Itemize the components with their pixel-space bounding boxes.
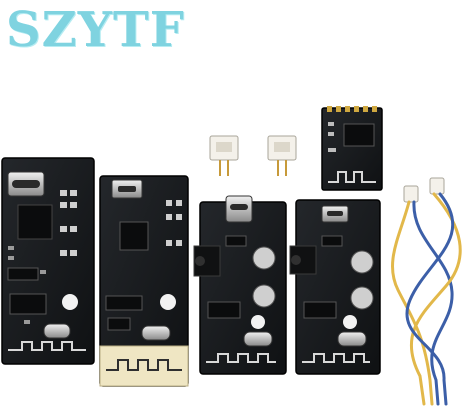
speaker-cable [391,177,462,406]
jst-connector-pair [209,135,297,176]
board-2 [99,175,189,387]
bluetooth-module [321,106,383,191]
board-1 [1,157,95,365]
board-4 [289,199,381,375]
brand-logo: SZYTF [6,2,185,58]
board-3 [193,195,287,375]
